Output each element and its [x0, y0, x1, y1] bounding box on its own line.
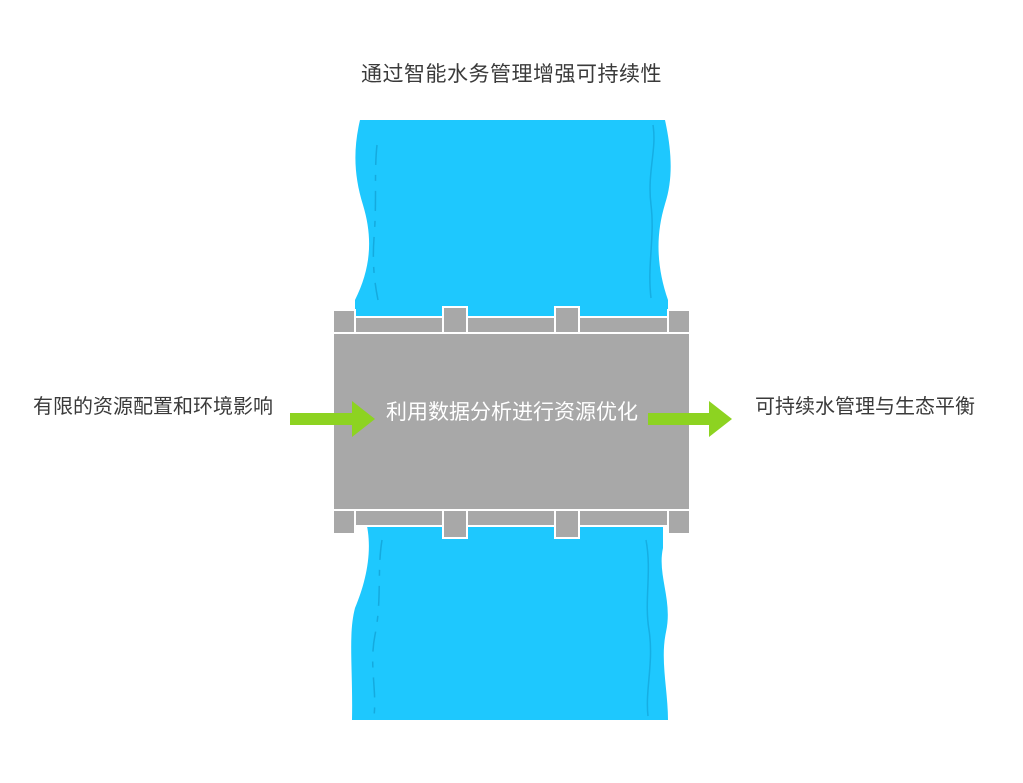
process-label: 利用数据分析进行资源优化 — [386, 400, 638, 424]
diagram-title: 通过智能水务管理增强可持续性 — [361, 62, 662, 86]
water-ripple-bottom-left — [371, 539, 383, 717]
input-label: 有限的资源配置和环境影响 — [33, 394, 273, 418]
arrow-right-icon — [648, 401, 732, 437]
arrow-right-icon — [290, 401, 375, 437]
water-ripple-top-left — [372, 144, 379, 301]
water-stream-bottom — [351, 518, 668, 720]
process-block — [332, 332, 691, 511]
output-label: 可持续水管理与生态平衡 — [755, 394, 975, 418]
water-ripple-top-right — [649, 124, 655, 299]
water-stream-top — [355, 120, 671, 320]
water-ripple-bottom-right — [645, 539, 652, 717]
